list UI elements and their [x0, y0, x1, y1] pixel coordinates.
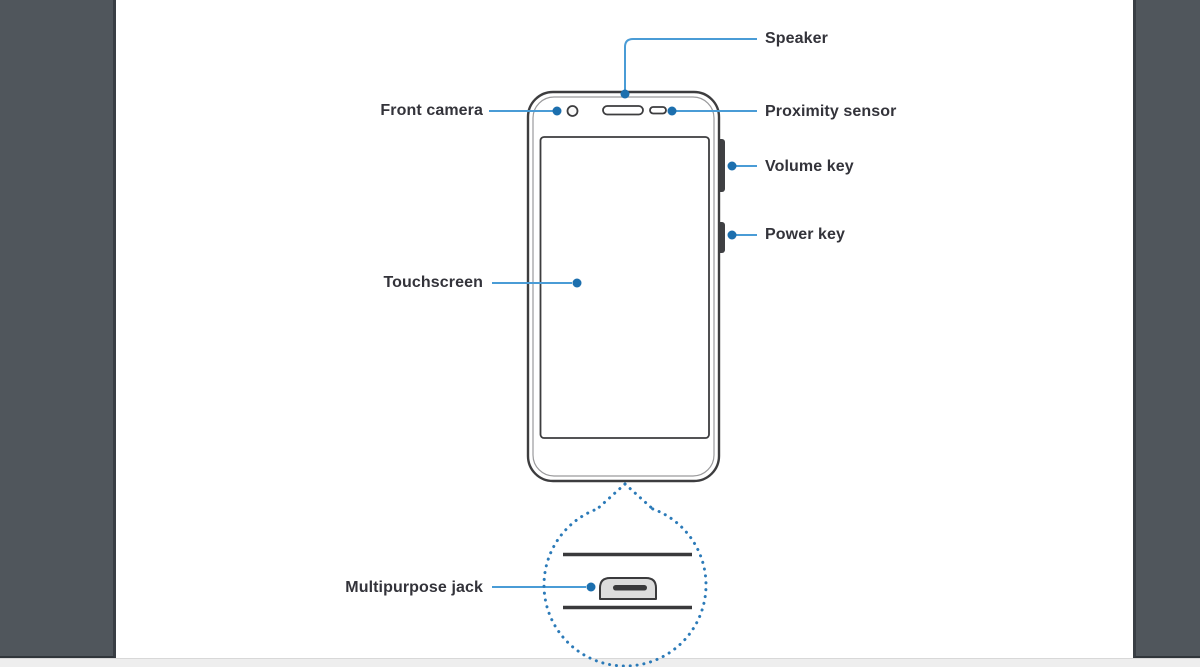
label-power-key: Power key	[765, 226, 846, 243]
label-proximity-sensor: Proximity sensor	[765, 103, 897, 120]
manual-page	[116, 0, 1133, 658]
viewer-background-left	[0, 0, 116, 658]
label-multipurpose-jack: Multipurpose jack	[345, 579, 483, 596]
label-speaker: Speaker	[765, 30, 828, 47]
viewer-background-bottom	[0, 658, 1200, 667]
label-front-camera: Front camera	[380, 102, 483, 119]
viewer-background-right	[1133, 0, 1200, 658]
label-volume-key: Volume key	[765, 158, 854, 175]
label-touchscreen: Touchscreen	[383, 274, 483, 291]
